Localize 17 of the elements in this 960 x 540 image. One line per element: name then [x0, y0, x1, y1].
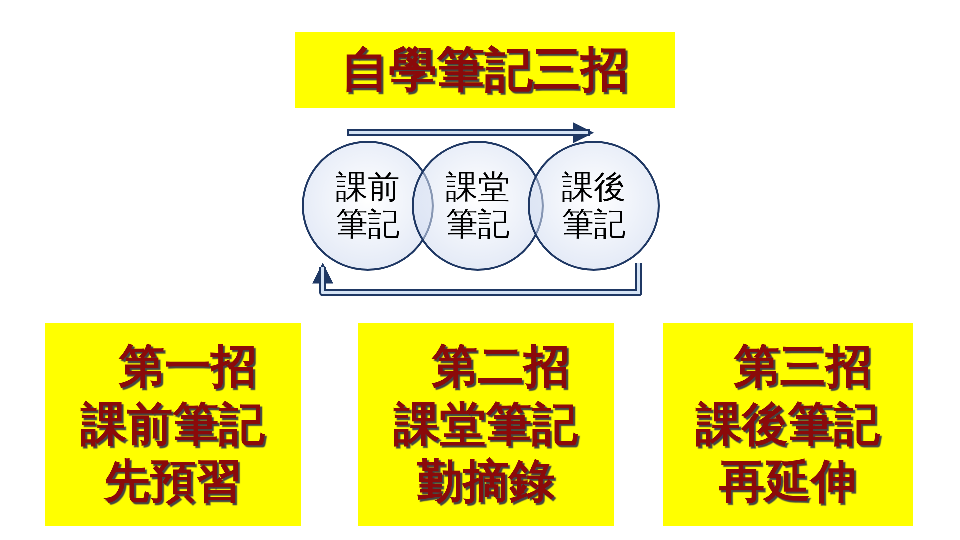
step-text: 課前筆記 — [81, 396, 265, 453]
title-banner: 自學筆記三招 — [295, 32, 675, 108]
step-text: 課後筆記 — [696, 396, 880, 453]
step-text: 再延伸 — [719, 453, 857, 510]
step-card — [45, 323, 301, 526]
step-heading: 第三招 — [733, 338, 872, 396]
circle-label: 課前筆記 — [335, 169, 401, 243]
circle-label: 課堂筆記 — [445, 169, 511, 243]
step-text: 勤摘錄 — [417, 453, 555, 510]
step-heading: 第二招 — [431, 338, 570, 396]
step-text: 課堂筆記 — [394, 396, 578, 453]
step-card — [663, 323, 913, 526]
step-text: 先預習 — [104, 453, 242, 510]
circle-label: 課後筆記 — [561, 169, 627, 243]
return-arrow — [312, 262, 642, 296]
step-card — [358, 323, 614, 526]
step-heading: 第一招 — [118, 338, 257, 396]
